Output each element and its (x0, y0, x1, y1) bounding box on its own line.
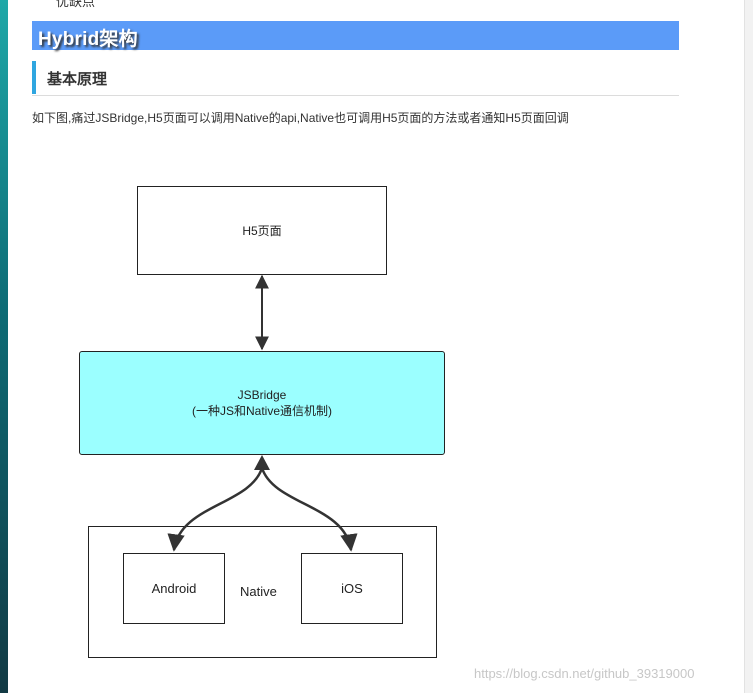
jsbridge-description: (一种JS和Native通信机制) (191, 404, 332, 418)
watermark: https://blog.csdn.net/github_39319000 (474, 666, 695, 681)
native-label: Native (240, 584, 277, 599)
clipped-previous-heading: 优缺点 (56, 0, 96, 9)
bridge-android-arrow (167, 467, 264, 552)
subsection-accent-bar (32, 61, 36, 94)
ios-label: iOS (341, 581, 363, 596)
left-window-edge (0, 0, 8, 693)
ios-box: iOS (301, 553, 403, 624)
h5-page-box: H5页面 (137, 186, 387, 275)
h5-page-label: H5页面 (242, 224, 282, 238)
bridge-ios-arrow (260, 467, 358, 552)
subsection-title: 基本原理 (47, 71, 108, 88)
vertical-scrollbar[interactable] (744, 0, 753, 693)
section-title: Hybrid架构 (38, 29, 138, 50)
jsbridge-box: JSBridge (一种JS和Native通信机制) (79, 351, 445, 455)
intro-paragraph: 如下图,痛过JSBridge,H5页面可以调用Native的api,Native… (32, 111, 569, 125)
section-heading: Hybrid架构 (32, 21, 679, 50)
subsection-heading: 基本原理 (32, 60, 679, 96)
android-label: Android (151, 581, 197, 596)
jsbridge-label: JSBridge (237, 388, 287, 402)
bridge-bottom-arrowhead (254, 455, 270, 470)
android-box: Android (123, 553, 225, 624)
